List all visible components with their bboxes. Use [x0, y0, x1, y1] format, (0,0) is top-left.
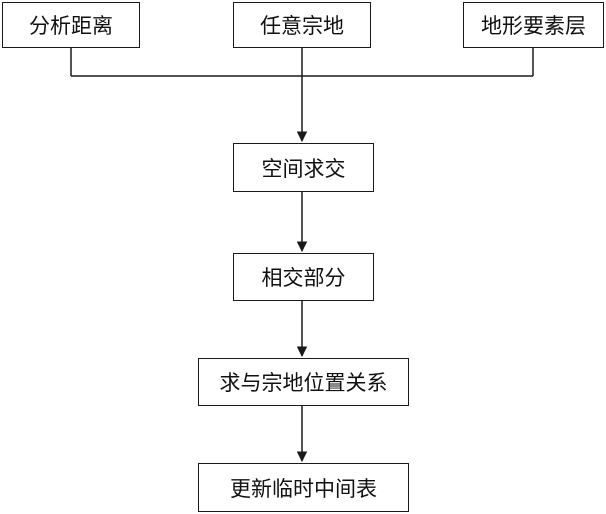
node-terrain-feature-layer-label: 地形要素层 — [481, 14, 586, 38]
node-any-parcel: 任意宗地 — [233, 2, 371, 48]
node-parcel-position-relation: 求与宗地位置关系 — [198, 358, 409, 406]
node-update-temp-table: 更新临时中间表 — [198, 463, 409, 512]
node-any-parcel-label: 任意宗地 — [260, 14, 344, 38]
node-parcel-position-relation-label: 求与宗地位置关系 — [219, 371, 388, 395]
node-intersecting-part: 相交部分 — [233, 253, 374, 301]
node-spatial-intersection-label: 空间求交 — [261, 156, 346, 181]
node-terrain-feature-layer: 地形要素层 — [463, 2, 604, 48]
node-analysis-distance-label: 分析距离 — [29, 14, 113, 38]
node-analysis-distance: 分析距离 — [2, 2, 140, 48]
node-intersecting-part-label: 相交部分 — [261, 266, 346, 290]
node-spatial-intersection: 空间求交 — [233, 143, 374, 192]
node-update-temp-table-label: 更新临时中间表 — [230, 476, 377, 501]
